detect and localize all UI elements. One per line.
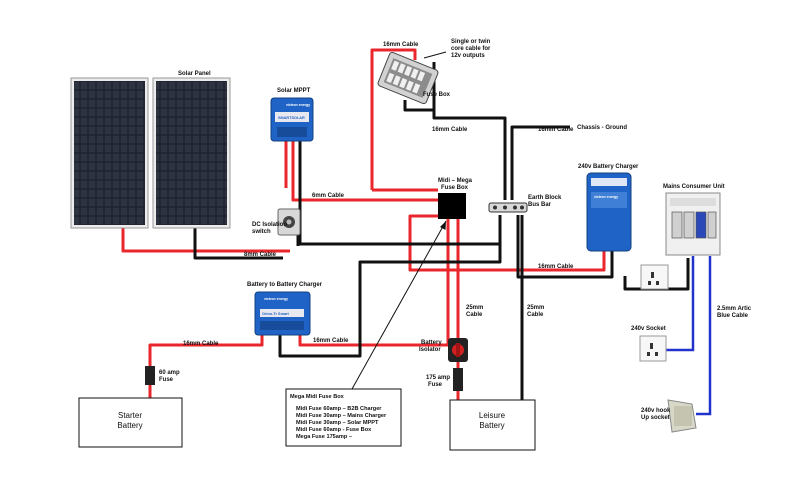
starter-battery-label-1: Starter [118,411,142,420]
cable-fusebox-negative [403,62,436,112]
cable-fusebox-to-busbar [432,110,507,200]
dc-isolation-switch [277,208,301,236]
arctic-cable-label-2: Blue Cable [717,313,749,319]
b2b-brand-label: victron energy [264,297,288,301]
mains-consumer-unit [665,192,721,256]
solar-mppt-label: Solar MPPT [277,88,311,94]
battery-isolator-label-1: Battery [421,340,442,346]
cable-blue-hookup [696,256,712,416]
cable-b2b-in-starter [148,335,264,372]
dc-isolation-label-2: switch [252,229,271,235]
cable-6mm-label: 6mm Cable [312,193,345,199]
cable-b2b-out-to-midi [298,218,450,347]
earth-block-label-1: Earth Block [528,195,562,201]
cable-25mm-black-label-2: Cable [527,312,544,318]
leisure-battery [449,399,536,451]
midi-mega-fuse-box [438,193,466,219]
fuse-175-amp [453,368,463,391]
mains-socket-upper [640,264,669,290]
fuse-175-label-1: 175 amp [426,375,450,381]
chassis-ground-label: Chassis - Ground [577,125,627,131]
cable-charger-negative [516,215,614,279]
mains-blue-cables [665,256,712,416]
starter-battery [78,397,183,448]
cable-25mm-red-label-1: 25mm [466,305,483,311]
leisure-battery-label-1: Leisure [479,411,506,420]
b2b-charger [254,291,311,336]
solar-panel-right [152,77,231,229]
info-box-title: Mega Midi Fuse Box [290,394,345,400]
arctic-cable-label-1: 2.5mm Artic [717,306,752,312]
hookup-socket [667,399,697,433]
positive-cables [121,48,606,400]
earth-bus-bar [488,202,528,213]
solar-mppt [270,97,314,142]
info-box-line-3: Midi Fuse 30amp – Solar MPPT [296,420,379,426]
midi-mega-label-2: Fuse Box [441,185,469,191]
cable-16mm-top-label: 16mm Cable [383,42,419,48]
single-twin-label-2: core cable for [451,46,491,52]
single-twin-label-3: 12v outputs [451,53,485,59]
solar-panel-label: Solar Panel [178,71,211,77]
cable-charger-positive [408,214,606,272]
cable-midi-to-fusebox [370,48,417,190]
cable-16mm-right-label: 16mm Cable [538,127,574,133]
mppt-brand-label: victron energy [286,103,310,107]
info-box-line-1: Midi Fuse 60amp – B2B Charger [296,406,382,412]
solar-panel-left [70,77,149,229]
earth-block-label-2: Bus Bar [528,202,552,208]
cable-chassis-ground [510,125,570,200]
cable-solar-panel-positive [121,226,290,253]
labels: Solar Panel Solar MPPT victron energy SM… [117,39,751,440]
cable-16mm-mid-label: 16mm Cable [432,127,468,133]
battery-isolator [448,338,468,362]
arrow-to-fuse-box [351,220,447,390]
hookup-label-1: 240v hook [641,408,671,414]
fuse-box-label: Fuse Box [423,92,451,98]
cable-16mm-charger-label: 16mm Cable [538,264,574,270]
leisure-battery-label-2: Battery [479,421,504,430]
charger-brand-label: victron energy [594,195,618,199]
cable-solar-panel-negative [193,226,283,260]
fuse-175-label-2: Fuse [428,382,443,388]
socket-240-label: 240v Socket [631,326,666,332]
mains-socket-240v [639,335,667,362]
hookup-label-2: Up socket [641,415,670,421]
info-box-line-4: Midi Fuse 60amp - Fuse Box [296,427,372,433]
fuse-60-label-1: 60 amp [159,370,180,376]
mppt-model-label: SMARTSOLAR [278,116,305,120]
cable-16mm-b2b-left-label: 16mm Cable [183,341,219,347]
fuse-box-12v [377,51,439,105]
charger-240-label: 240v Battery Charger [578,164,639,170]
cable-mppt-to-midi [291,141,438,202]
dc-isolation-label-1: DC Isolation [252,222,287,228]
cable-25mm-black-label-1: 25mm [527,305,544,311]
cable-blue-socket [665,256,695,352]
battery-isolator-label-2: Isolator [419,347,441,353]
b2b-model-label: Orion-Tr Smart [262,312,290,316]
single-twin-label-1: Single or twin [451,39,491,45]
cable-25mm-red-label-2: Cable [466,312,483,318]
starter-battery-label-2: Battery [117,421,142,430]
midi-info-box [285,388,402,447]
info-box-line-2: Midi Fuse 30amp – Mains Charger [296,413,387,419]
cable-16mm-b2b-right-label: 16mm Cable [313,338,349,344]
battery-charger-240v [586,172,632,252]
b2b-label: Battery to Battery Charger [247,282,323,288]
fuse-60-amp [145,366,155,385]
midi-mega-label-1: Midi – Mega [438,178,473,184]
twin-core-pointer [423,51,447,59]
mains-unit-label: Mains Consumer Unit [663,184,725,190]
cable-b2b-negative [278,215,502,358]
fuse-60-label-2: Fuse [159,377,174,383]
info-box-line-5: Mega Fuse 175amp – [296,434,352,440]
cable-8mm-label: 8mm Cable [244,252,277,258]
